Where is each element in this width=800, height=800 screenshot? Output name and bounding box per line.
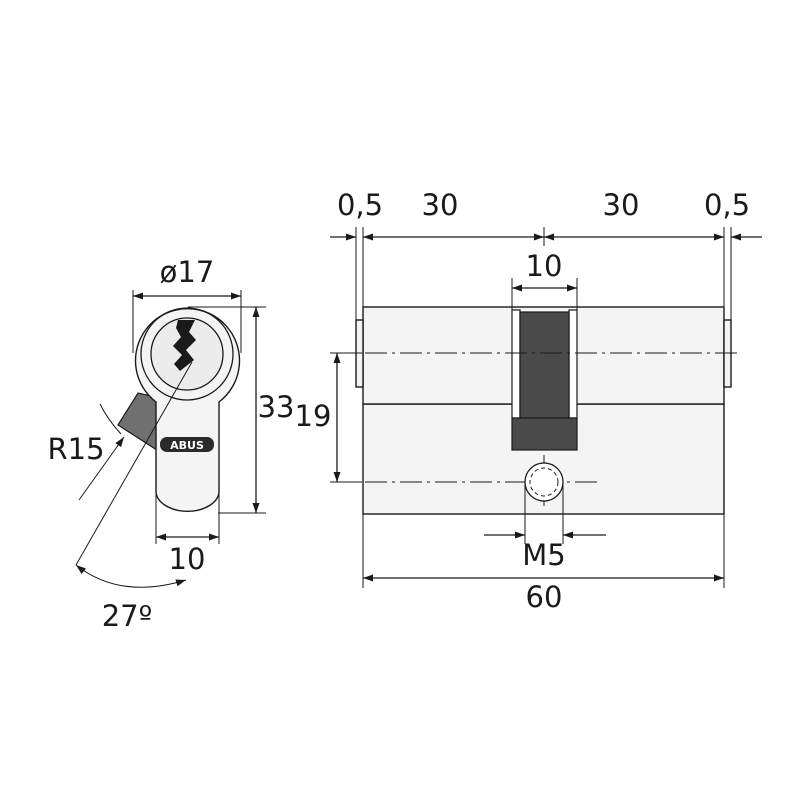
top-right-offset-label: 0,5	[704, 188, 750, 222]
front-bottom-width-label: 10	[169, 542, 206, 576]
cam-sweep-arc	[99, 403, 122, 435]
brand-badge	[160, 437, 214, 452]
front-view: ABUS	[75, 290, 266, 588]
cam-radius-label: R15	[47, 432, 104, 466]
brand-label: ABUS	[170, 439, 204, 452]
top-left-offset-label: 0,5	[337, 188, 383, 222]
keyway-icon	[173, 320, 196, 371]
cam-slot-left-wall	[511, 309, 521, 419]
side-cam	[519, 311, 570, 419]
cam-angle-label: 27º	[102, 599, 153, 633]
cam-slot-right-wall	[568, 309, 578, 419]
front-diameter-label: ø17	[160, 255, 215, 289]
total-length-label: 60	[526, 580, 563, 614]
screw-hole-thread	[529, 467, 559, 497]
screw-thread-label: M5	[522, 538, 565, 572]
side-height-label: 19	[295, 399, 332, 433]
screw-hole	[524, 462, 564, 502]
angle-arc	[75, 564, 187, 588]
cam-width-label: 10	[526, 249, 563, 283]
front-ring	[140, 307, 234, 401]
side-view	[330, 227, 762, 588]
front-height-label: 33	[258, 390, 295, 424]
top-left-length-label: 30	[422, 188, 459, 222]
top-right-length-label: 30	[603, 188, 640, 222]
front-cam	[117, 392, 161, 454]
side-cam-base	[511, 417, 578, 451]
